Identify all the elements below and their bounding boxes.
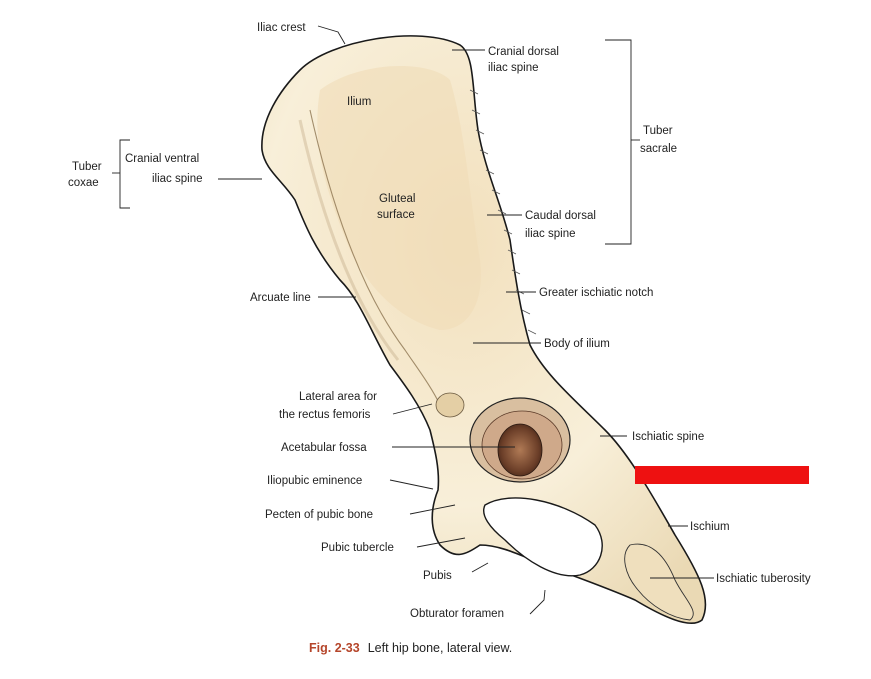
ridge-shading bbox=[298, 119, 400, 361]
label-gluteal-2: surface bbox=[377, 209, 415, 221]
label-lateral-area-1: Lateral area for bbox=[299, 391, 377, 403]
arcuate-ridge bbox=[309, 109, 441, 406]
ischiatic-tuberosity-shape bbox=[624, 543, 694, 621]
label-lateral-area-2: the rectus femoris bbox=[279, 409, 371, 421]
label-greater-ischiatic-notch: Greater ischiatic notch bbox=[539, 287, 653, 299]
label-iliopubic-eminence: Iliopubic eminence bbox=[267, 475, 362, 487]
label-body-of-ilium: Body of ilium bbox=[544, 338, 610, 350]
figure-caption-text: Left hip bone, lateral view. bbox=[367, 641, 513, 655]
label-ischiatic-tuberosity: Ischiatic tuberosity bbox=[716, 573, 811, 585]
label-obturator-foramen: Obturator foramen bbox=[410, 608, 504, 620]
gluteal-surface-shade bbox=[317, 66, 481, 331]
label-tuber-sacrale-2: sacrale bbox=[640, 143, 677, 155]
label-ischiatic-spine: Ischiatic spine bbox=[632, 431, 704, 443]
label-iliac-crest: Iliac crest bbox=[257, 22, 306, 34]
label-tuber-coxae-2: coxae bbox=[68, 177, 99, 189]
label-caudal-dorsal-2: iliac spine bbox=[525, 228, 576, 240]
label-cranial-dorsal-2: iliac spine bbox=[488, 62, 539, 74]
label-tuber-coxae-1: Tuber bbox=[72, 161, 102, 173]
figure-number: Fig. 2-33 bbox=[309, 641, 360, 655]
leader-lines bbox=[112, 25, 714, 615]
label-pecten: Pecten of pubic bone bbox=[265, 509, 373, 521]
acetabular-fossa-shape bbox=[497, 423, 543, 477]
rectus-femoris-area bbox=[435, 392, 465, 418]
label-cranial-ventral-2: iliac spine bbox=[152, 173, 203, 185]
label-acetabular-fossa: Acetabular fossa bbox=[281, 442, 367, 454]
label-caudal-dorsal-1: Caudal dorsal bbox=[525, 210, 596, 222]
label-cranial-dorsal-1: Cranial dorsal bbox=[488, 46, 559, 58]
obturator-foramen-shape bbox=[483, 497, 603, 577]
label-ischium: Ischium bbox=[690, 521, 730, 533]
label-tuber-sacrale-1: Tuber bbox=[643, 125, 673, 137]
redaction-box bbox=[635, 466, 809, 484]
label-cranial-ventral-1: Cranial ventral bbox=[125, 153, 199, 165]
label-gluteal-1: Gluteal bbox=[379, 193, 415, 205]
figure-caption: Fig. 2-33 Left hip bone, lateral view. bbox=[309, 641, 512, 655]
label-pubis: Pubis bbox=[423, 570, 452, 582]
label-arcuate-line: Arcuate line bbox=[250, 292, 311, 304]
label-ilium: Ilium bbox=[347, 96, 371, 108]
label-pubic-tubercle: Pubic tubercle bbox=[321, 542, 394, 554]
